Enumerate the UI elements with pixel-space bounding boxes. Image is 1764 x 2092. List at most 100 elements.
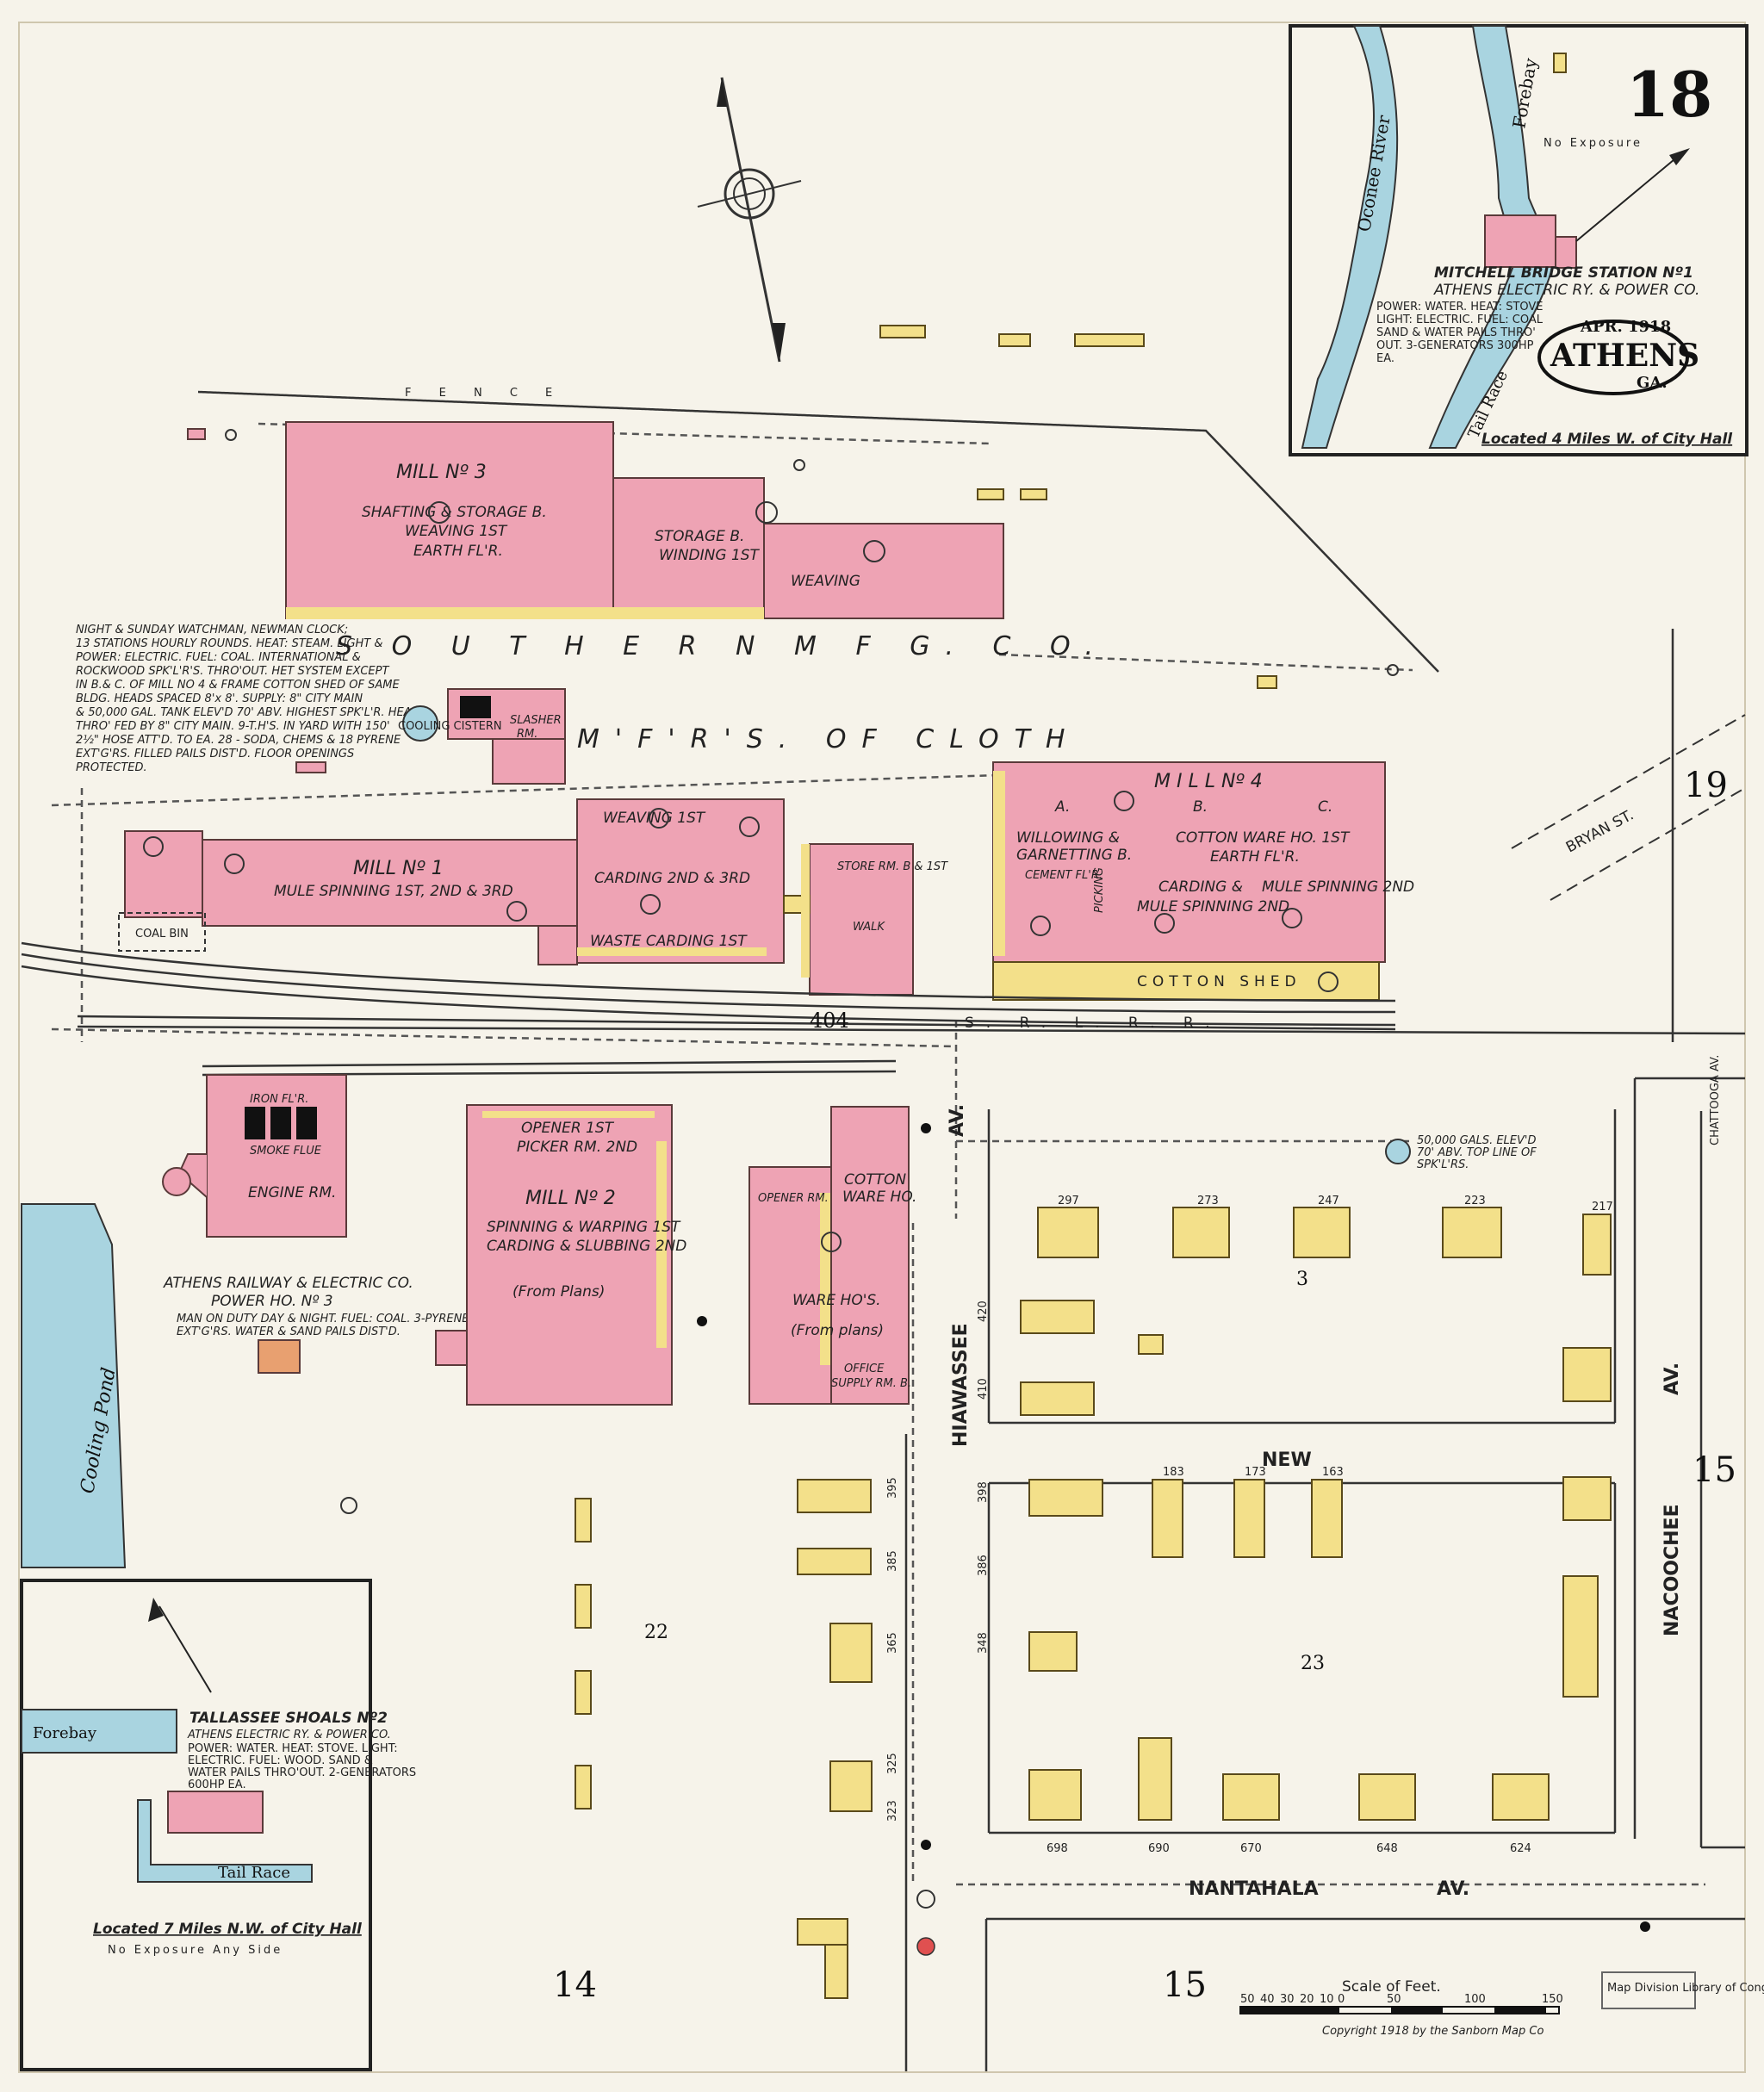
- svg-text:297: 297: [1058, 1195, 1079, 1207]
- pipe-mid: [51, 773, 1000, 807]
- weaving-label: WEAVING: [791, 573, 860, 590]
- mill4-line-1: B.: [1193, 798, 1208, 816]
- svg-text:& 50,000 GAL. TANK ELEV'D 70': & 50,000 GAL. TANK ELEV'D 70' ABV. HIGHE…: [76, 706, 420, 719]
- inset-located: Located 4 Miles W. of City Hall: [1481, 431, 1733, 448]
- automatic-sprinkler-icon: [1282, 908, 1302, 928]
- tank-note-2: SPK'L'RS.: [1417, 1158, 1469, 1171]
- mill4-line-4: GARNETTING B.: [1016, 847, 1132, 864]
- automatic-sprinkler-icon: [1154, 913, 1175, 934]
- shed: [187, 428, 206, 440]
- dwelling: [1293, 1207, 1351, 1258]
- svg-text:624: 624: [1510, 1842, 1531, 1855]
- shed: [998, 333, 1031, 347]
- inset-mitchell-bridge: Oconee River Forebay Tail Race 18 No Exp…: [1289, 24, 1748, 456]
- dwelling: [1358, 1773, 1416, 1821]
- hydrant-icon: [916, 1890, 935, 1909]
- hydrant-icon: [697, 1316, 707, 1326]
- mill-1-building: MILL Nº 1 MULE SPINNING 1ST, 2ND & 3RD W…: [124, 798, 948, 996]
- mill3-title: MILL Nº 3: [396, 462, 487, 483]
- dwelling: [797, 1918, 848, 1946]
- dwelling: [1152, 1479, 1183, 1558]
- fence-label: F E N C E: [405, 387, 564, 400]
- mill4-line-2: C.: [1318, 798, 1332, 816]
- shed: [1257, 675, 1277, 689]
- mill1-line-0: MULE SPINNING 1ST, 2ND & 3RD: [274, 883, 513, 900]
- svg-text:13 STATIONS HOURLY ROUNDS. HEA: 13 STATIONS HOURLY ROUNDS. HEAT: STEAM. …: [76, 637, 383, 650]
- block-22: 22: [644, 1622, 668, 1643]
- automatic-sprinkler-icon: [506, 901, 527, 922]
- storage-line-0: STORAGE B.: [655, 528, 744, 545]
- shed: [879, 325, 926, 338]
- svg-text:THRO' FED BY 8" CITY MAIN. 9-T: THRO' FED BY 8" CITY MAIN. 9-T.H'S. IN Y…: [76, 720, 390, 733]
- ph-name-2: POWER HO. Nº 3: [211, 1293, 333, 1310]
- dwelling: [1492, 1773, 1550, 1821]
- north-arrow-icon: [1669, 148, 1690, 165]
- coal-bin: [118, 912, 206, 952]
- sheet-date: APR. 1918: [1580, 318, 1671, 336]
- ph-line-2: ENGINE RM.: [248, 1184, 336, 1201]
- inset-note-0: POWER: WATER. HEAT: STOVE: [1376, 301, 1544, 313]
- pipe-east: [998, 653, 1413, 672]
- sheet-ref-15a: 15: [1693, 1450, 1736, 1490]
- hydrant-icon: [921, 1840, 931, 1850]
- svg-text:40: 40: [1260, 1993, 1275, 2006]
- svg-text:398: 398: [977, 1481, 990, 1503]
- state-name: GA.: [1637, 374, 1668, 392]
- mill1w-line-0: WEAVING 1ST: [603, 810, 706, 827]
- inset-note-3: OUT. 3-GENERATORS 300HP: [1376, 339, 1534, 352]
- cotton-shed-label: COTTON SHED: [1137, 973, 1301, 990]
- svg-text:POWER: ELECTRIC. FUEL: COAL. I: POWER: ELECTRIC. FUEL: COAL. INTERNATION…: [76, 651, 361, 664]
- mill3-line-0: SHAFTING & STORAGE B.: [362, 504, 547, 521]
- shoals-station: TALLASSEE SHOALS Nº2: [189, 1710, 388, 1727]
- transformer-house: [258, 1339, 301, 1374]
- smokestack-icon: [162, 1167, 191, 1196]
- dwelling: [575, 1765, 592, 1810]
- fire-alarm-box-icon: [916, 1937, 935, 1956]
- scale-title: Scale of Feet.: [1342, 1978, 1441, 1996]
- mill2-line-2: SPINNING & WARPING 1ST: [487, 1219, 681, 1236]
- shoals-note-1: ELECTRIC. FUEL: WOOD. SAND &: [188, 1754, 373, 1767]
- station-name: MITCHELL BRIDGE STATION Nº1: [1434, 264, 1693, 282]
- fence-line: [197, 390, 1439, 673]
- dwelling: [1442, 1207, 1502, 1258]
- shoals-note-3: 600HP EA.: [188, 1779, 246, 1791]
- shed: [295, 761, 326, 773]
- station-building: [1484, 214, 1556, 268]
- mill4-line-5: COTTON WARE HO. 1ST: [1176, 829, 1351, 847]
- north-arrow-icon: [148, 1598, 164, 1622]
- svg-text:10: 10: [1320, 1993, 1334, 2006]
- hydrant-icon: [225, 429, 237, 441]
- automatic-sprinkler-icon: [1114, 791, 1134, 811]
- mill4-line-0: A.: [1054, 798, 1070, 816]
- hydrant-icon: [793, 459, 805, 471]
- shoals-note-2: WATER PAILS THRO'OUT. 2-GENERATORS: [188, 1766, 416, 1779]
- svg-text:325: 325: [886, 1753, 899, 1774]
- sheet-ref-14: 14: [553, 1965, 597, 2005]
- ph-note-1: EXT'G'RS. WATER & SAND PAILS DIST'D.: [177, 1325, 401, 1338]
- water-tank-small-icon: [340, 1497, 357, 1514]
- block-3: 3: [1296, 1269, 1308, 1290]
- dwelling: [797, 1548, 872, 1575]
- dwelling: [1138, 1334, 1164, 1355]
- dwelling: [1233, 1479, 1265, 1558]
- mill4-line-11: PICKING: [1093, 867, 1106, 913]
- tank-note-0: 50,000 GALS. ELEV'D: [1417, 1134, 1537, 1147]
- svg-text:PROTECTED.: PROTECTED.: [76, 761, 147, 774]
- shoals-building: [167, 1791, 264, 1834]
- dwelling: [1172, 1207, 1230, 1258]
- svg-text:273: 273: [1197, 1195, 1219, 1207]
- dwelling: [1037, 1207, 1099, 1258]
- mill1w-line-1: CARDING 2ND & 3RD: [594, 870, 750, 887]
- mill2-line-0: OPENER 1ST: [521, 1120, 615, 1137]
- mill4-line-6: EARTH FL'R.: [1210, 848, 1300, 866]
- company-type: M'F'R'S. OF CLOTH: [577, 724, 1080, 754]
- wh-line-5: OFFICE: [844, 1363, 885, 1375]
- sheet-number: 18: [1626, 58, 1712, 131]
- station-company: ATHENS ELECTRIC RY. & POWER CO.: [1433, 282, 1699, 299]
- svg-text:323: 323: [886, 1800, 899, 1822]
- street-hiawassee: HIAWASSEE: [950, 1323, 972, 1447]
- inset-note-2: SAND & WATER PAILS THRO': [1376, 326, 1536, 339]
- dwelling: [1222, 1773, 1280, 1821]
- ph-line-0: IRON FL'R.: [250, 1093, 308, 1106]
